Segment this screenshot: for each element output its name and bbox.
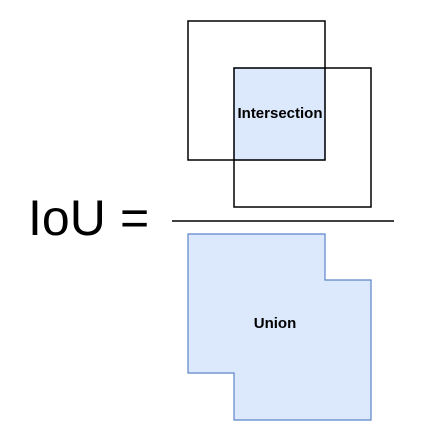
intersection-label: Intersection bbox=[237, 105, 322, 122]
box-b-outline bbox=[233, 67, 372, 208]
equals-sign: = bbox=[120, 190, 149, 246]
union-region bbox=[187, 233, 372, 421]
intersection-region bbox=[233, 67, 326, 161]
iou-label: IoU bbox=[28, 190, 106, 246]
box-a-outline bbox=[187, 20, 326, 161]
union-label: Union bbox=[254, 315, 297, 332]
